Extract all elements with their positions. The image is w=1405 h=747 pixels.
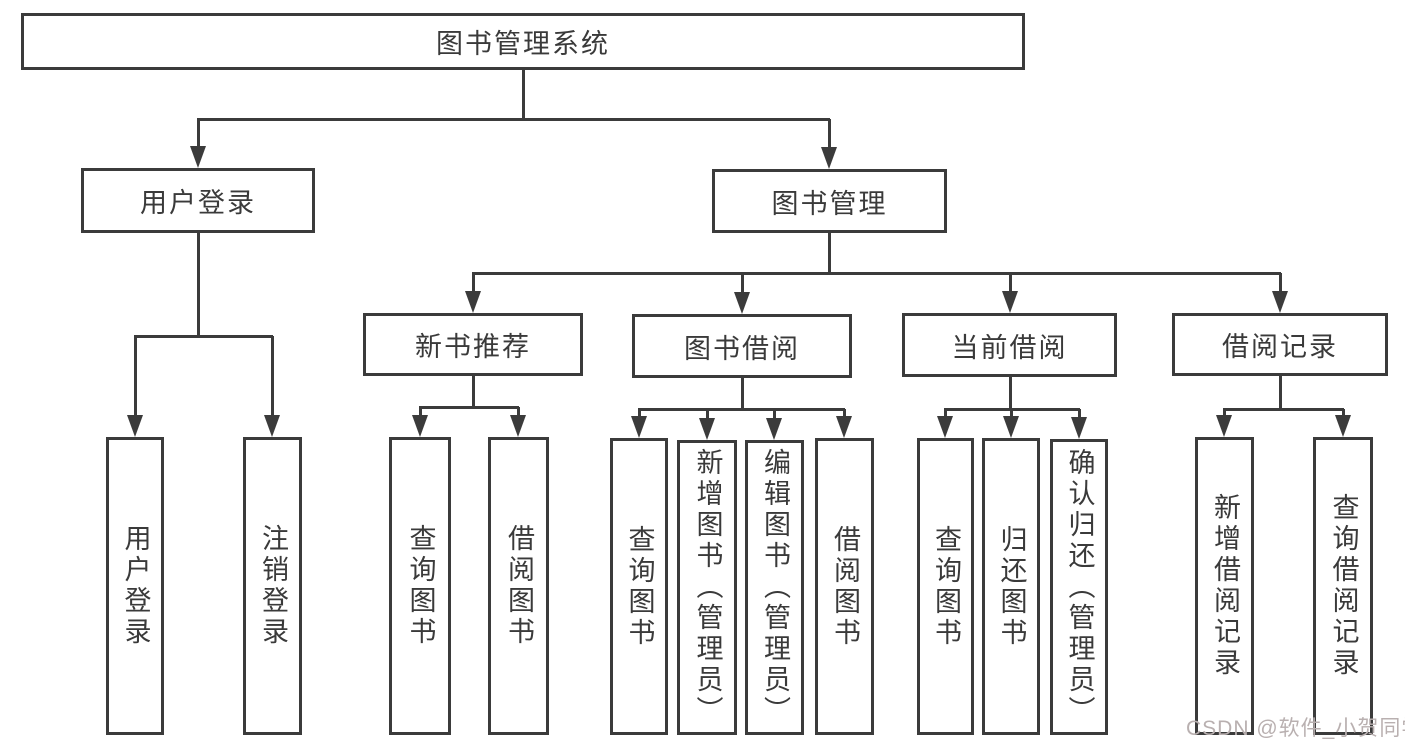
arrow-down-icon — [190, 146, 206, 168]
connector-line — [197, 117, 830, 121]
connector-line — [516, 407, 520, 419]
connector-line — [472, 271, 1281, 275]
connector-line — [1341, 409, 1345, 419]
connector-line — [270, 336, 274, 419]
connector-line — [827, 119, 831, 151]
connector-line — [638, 407, 845, 411]
arrow-down-icon — [631, 416, 647, 438]
arrow-down-icon — [510, 415, 526, 437]
arrow-down-icon — [1335, 415, 1351, 437]
connector-line — [1008, 376, 1012, 410]
node-borrow-records: 借阅记录 — [1172, 313, 1388, 376]
arrow-down-icon — [1071, 417, 1087, 439]
node-new-book-recommend: 新书推荐 — [363, 313, 583, 376]
arrow-down-icon — [1272, 291, 1288, 313]
connector-line — [740, 273, 744, 296]
arrow-down-icon — [937, 416, 953, 438]
connector-line — [705, 409, 709, 422]
node-book-borrowing: 图书借阅 — [632, 314, 852, 378]
arrow-down-icon — [699, 418, 715, 440]
node-return-books: 归还图书 — [982, 438, 1040, 735]
node-add-books-admin: 新增图书（管理员） — [677, 440, 737, 735]
connector-line — [196, 119, 200, 150]
node-library-management-system: 图书管理系统 — [21, 13, 1025, 70]
arrow-down-icon — [465, 291, 481, 313]
connector-line — [1223, 407, 1344, 411]
node-user-login-leaf: 用户登录 — [106, 437, 164, 735]
connector-line — [134, 334, 273, 338]
connector-line — [418, 407, 422, 419]
node-query-borrow-record: 查询借阅记录 — [1313, 437, 1373, 735]
node-edit-books-admin: 编辑图书（管理员） — [745, 440, 804, 735]
connector-line — [196, 233, 200, 337]
connector-line — [521, 67, 525, 120]
connector-line — [1009, 409, 1013, 420]
node-add-borrow-record: 新增借阅记录 — [1195, 437, 1254, 735]
connector-line — [1077, 409, 1081, 421]
connector-line — [772, 409, 776, 422]
arrow-down-icon — [821, 147, 837, 169]
connector-line — [1008, 273, 1012, 295]
node-logout: 注销登录 — [243, 437, 302, 735]
connector-line — [471, 375, 475, 408]
connector-line — [827, 232, 831, 274]
connector-line — [471, 273, 475, 295]
node-confirm-return-admin: 确认归还（管理员） — [1050, 439, 1108, 735]
node-user-login: 用户登录 — [81, 168, 315, 233]
node-query-books-2: 查询图书 — [610, 438, 668, 735]
arrow-down-icon — [264, 415, 280, 437]
arrow-down-icon — [1216, 415, 1232, 437]
arrow-down-icon — [1003, 416, 1019, 438]
node-query-books-3: 查询图书 — [917, 438, 974, 735]
connector-line — [943, 409, 947, 420]
arrow-down-icon — [1002, 291, 1018, 313]
connector-line — [1278, 273, 1282, 295]
connector-line — [842, 409, 846, 420]
node-borrow-books-1: 借阅图书 — [488, 437, 549, 735]
arrow-down-icon — [766, 418, 782, 440]
arrow-down-icon — [734, 292, 750, 314]
connector-line — [637, 409, 641, 420]
connector-line — [740, 377, 744, 410]
connector-line — [133, 336, 137, 419]
arrow-down-icon — [836, 416, 852, 438]
node-query-books-1: 查询图书 — [389, 437, 451, 735]
csdn-watermark: CSDN @软件_小贺同学 — [1186, 717, 1405, 740]
arrow-down-icon — [127, 415, 143, 437]
arrow-down-icon — [412, 415, 428, 437]
connector-line — [1278, 376, 1282, 410]
node-borrow-books-2: 借阅图书 — [815, 438, 874, 735]
node-current-borrowing: 当前借阅 — [902, 313, 1117, 377]
node-book-management: 图书管理 — [712, 169, 947, 233]
connector-line — [419, 405, 519, 409]
connector-line — [1222, 409, 1226, 419]
